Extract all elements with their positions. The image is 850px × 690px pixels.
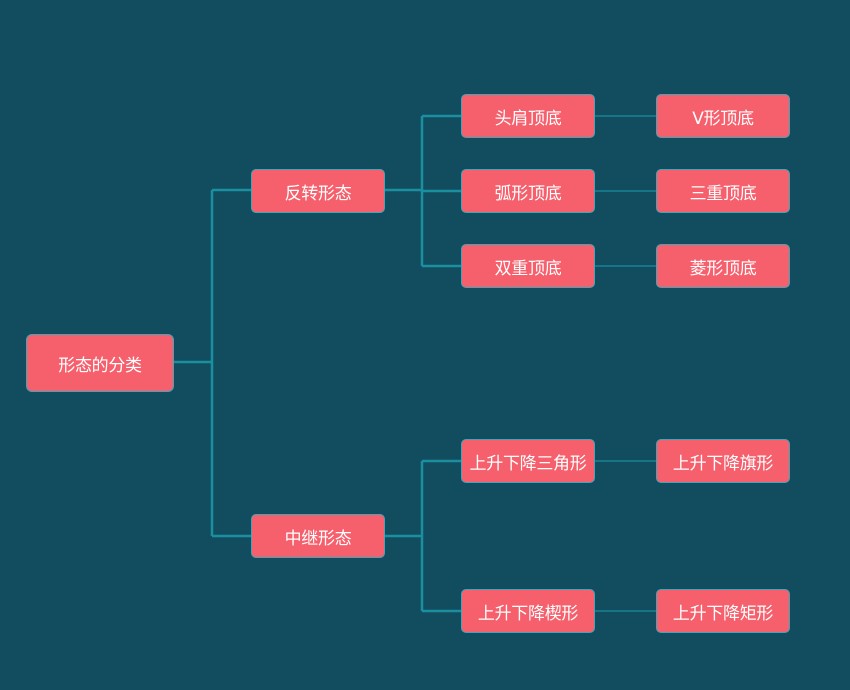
- connector-continuation-to-children: [385, 459, 461, 613]
- node-arc-top-bottom[interactable]: 弧形顶底: [461, 169, 595, 213]
- connector-reversal-to-children: [385, 114, 461, 268]
- node-continuation-pattern[interactable]: 中继形态: [251, 514, 385, 558]
- node-reversal-pattern[interactable]: 反转形态: [251, 169, 385, 213]
- node-v-top-bottom[interactable]: V形顶底: [656, 94, 790, 138]
- node-flag[interactable]: 上升下降旗形: [656, 439, 790, 483]
- node-double-top-bottom[interactable]: 双重顶底: [461, 244, 595, 288]
- connector-root-to-branches: [174, 188, 251, 538]
- node-head-shoulders[interactable]: 头肩顶底: [461, 94, 595, 138]
- node-diamond-top-bottom[interactable]: 菱形顶底: [656, 244, 790, 288]
- connector-level2-to-level3: [595, 115, 656, 612]
- node-triangle[interactable]: 上升下降三角形: [461, 439, 595, 483]
- node-rectangle[interactable]: 上升下降矩形: [656, 589, 790, 633]
- node-wedge[interactable]: 上升下降楔形: [461, 589, 595, 633]
- node-triple-top-bottom[interactable]: 三重顶底: [656, 169, 790, 213]
- node-root[interactable]: 形态的分类: [26, 334, 174, 392]
